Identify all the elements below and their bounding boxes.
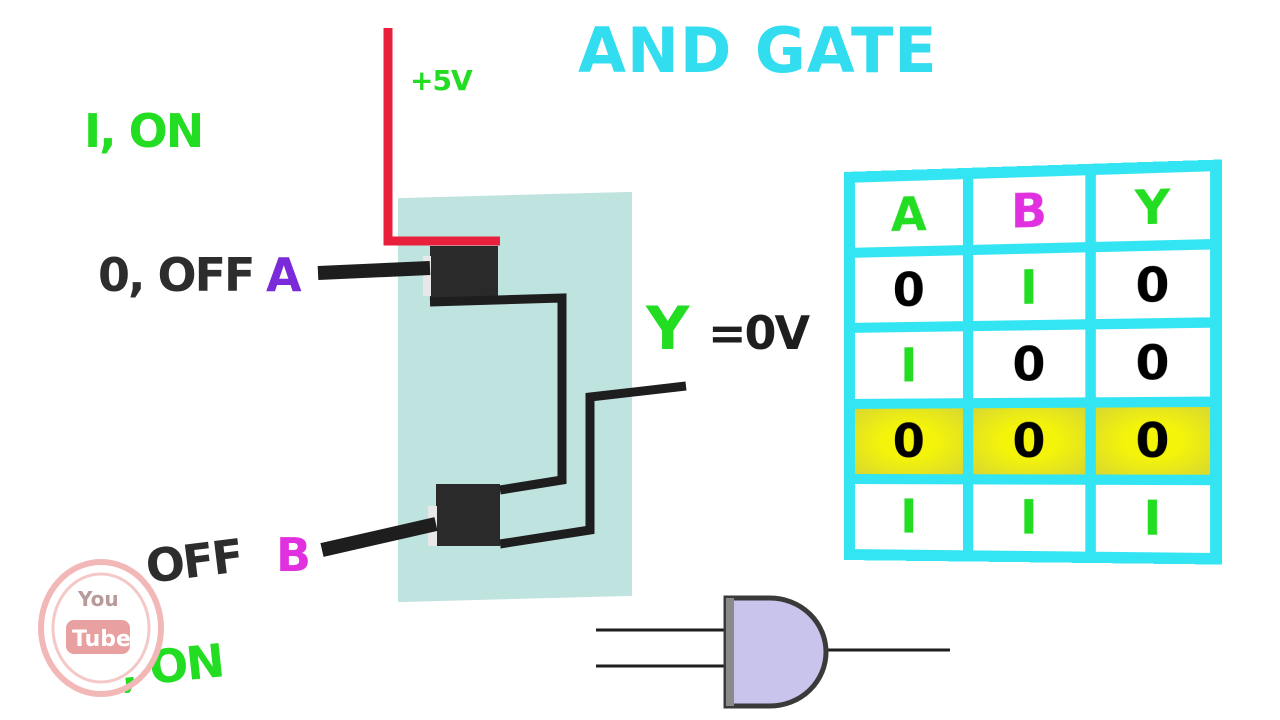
truth-table-header-y: Y xyxy=(1090,165,1216,248)
truth-table-cell: I xyxy=(849,326,969,404)
and-gate-symbol xyxy=(596,595,950,709)
truth-table-cell: 0 xyxy=(968,402,1091,480)
switch-a-body xyxy=(430,246,498,298)
truth-table-cell: I xyxy=(1090,479,1216,559)
series-wire xyxy=(429,293,567,495)
truth-table-cell: 0 xyxy=(1090,244,1216,325)
truth-table-cell: 0 xyxy=(849,402,969,480)
switch-b-body xyxy=(436,484,500,546)
output-name: Y xyxy=(646,294,690,364)
youtube-watermark-logo: You Tube xyxy=(38,559,164,697)
switch-a-contact xyxy=(423,256,431,296)
input-a-name: A xyxy=(266,248,302,302)
truth-table-cell: 0 xyxy=(968,324,1091,403)
output-wire xyxy=(499,381,687,549)
switch-a-lever xyxy=(317,261,431,280)
truth-table-cell: I xyxy=(968,247,1091,327)
supply-label: +5V xyxy=(410,64,473,97)
supply-wire xyxy=(383,28,500,246)
truth-table-header-b: B xyxy=(968,170,1091,251)
logo-text-you: You xyxy=(77,587,119,611)
top-on-label: I, ON xyxy=(84,104,204,158)
truth-table-cell: 0 xyxy=(1090,401,1216,480)
input-b-name: B xyxy=(276,528,311,582)
page-title: AND GATE xyxy=(578,14,938,87)
truth-table-cell: I xyxy=(968,479,1091,557)
truth-table-cell: 0 xyxy=(1090,322,1216,403)
gate-body xyxy=(723,595,829,709)
input-a-state: 0, OFF xyxy=(98,248,255,302)
truth-table-header-a: A xyxy=(849,173,969,254)
truth-table-cell: I xyxy=(849,478,969,556)
logo-text-tube: Tube xyxy=(72,627,131,652)
truth-table-cell: 0 xyxy=(849,250,969,329)
output-value: =0V xyxy=(708,306,810,360)
switch-b-lever xyxy=(320,517,438,557)
